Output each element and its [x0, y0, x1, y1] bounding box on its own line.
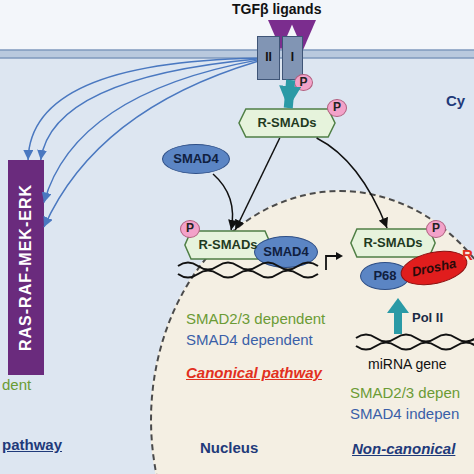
annotation-label: Non-canonical	[352, 440, 455, 457]
node-text: Drosha	[411, 256, 458, 279]
dna-strand	[178, 263, 318, 270]
signal-curve	[44, 61, 257, 227]
annotation-label: TGFβ ligands	[232, 1, 321, 17]
annotation-label: SMAD4 dependent	[186, 331, 313, 348]
phosphate-circle: P	[426, 220, 446, 238]
extracellular-space	[0, 0, 474, 50]
node-text: R-SMADs	[257, 116, 316, 130]
mirna-gene-strand	[356, 343, 474, 350]
activation-arrow	[288, 80, 290, 108]
annotation-label: SMAD2/3 depen	[350, 384, 460, 401]
node-text: P	[186, 222, 194, 235]
transcription-start-arrow	[336, 252, 343, 260]
node-text: P68	[373, 269, 396, 283]
node-text: I	[291, 51, 294, 64]
translocation-arrow	[235, 138, 279, 230]
phosphate-circle: P	[294, 74, 313, 91]
signal-curve	[44, 60, 257, 202]
phosphate-circle: P	[327, 99, 347, 117]
membrane-line	[0, 49, 474, 51]
annotation-label: R	[462, 246, 473, 263]
node-text: P	[333, 101, 341, 114]
hexagon-outline	[351, 229, 435, 257]
translocation-arrow	[317, 138, 387, 228]
dna-strand	[178, 271, 318, 278]
annotation-label: Canonical pathway	[186, 364, 322, 381]
node-text: P	[432, 222, 440, 235]
node-text: R-SMADs	[198, 238, 257, 252]
node-text: P	[299, 76, 307, 89]
node-text: II	[265, 51, 272, 64]
translocation-arrow	[213, 174, 233, 230]
cell-membrane	[0, 50, 474, 58]
hexagon-outline	[239, 109, 335, 137]
node-text: SMAD4	[173, 152, 219, 166]
node-text: SMAD4	[263, 245, 309, 259]
pol-ii-arrow	[387, 298, 409, 313]
pol-ii-arrow	[394, 312, 402, 334]
node-text: R-SMADs	[363, 236, 422, 250]
node-text: RAS-RAF-MEK-ERK	[17, 184, 35, 351]
annotation-label: Pol II	[412, 310, 443, 325]
receptor-type-ii: II	[257, 36, 280, 80]
annotation-label: SMAD2/3 dependent	[186, 310, 325, 327]
smad4-ellipse: SMAD4	[162, 144, 230, 174]
annotation-label: miRNA gene	[368, 356, 447, 372]
annotation-label: pathway	[2, 436, 62, 453]
kinase-cascade-box: RAS-RAF-MEK-ERK	[8, 160, 44, 375]
phosphate-circle: P	[180, 220, 200, 238]
r-smads-hexagon: R-SMADs	[238, 108, 336, 138]
node-text: Nucleus	[200, 440, 258, 457]
annotation-label: SMAD4 indepen	[350, 405, 459, 422]
mirna-gene-strand	[356, 335, 474, 342]
transcription-start-arrow	[326, 256, 336, 270]
annotation-label: Cy	[446, 92, 465, 109]
annotation-label: dent	[2, 376, 31, 393]
